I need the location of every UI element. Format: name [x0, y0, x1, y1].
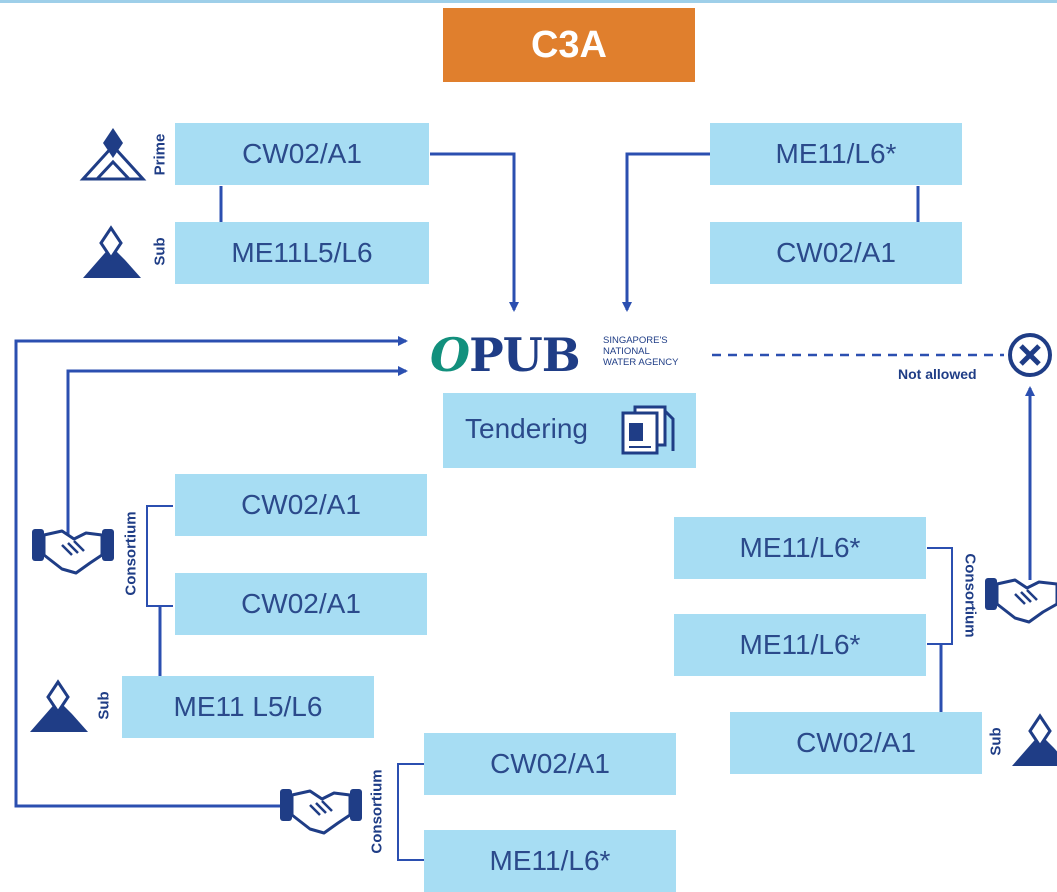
box-me11-l6-bottom-consortium: ME11/L6* — [424, 830, 676, 892]
box-cw02-a1-left-consortium-1: CW02/A1 — [175, 474, 427, 536]
box-cw02-a1-right-sub: CW02/A1 — [730, 712, 982, 774]
handshake-icon-right — [985, 578, 1057, 624]
pub-logo-mark: O — [430, 328, 470, 382]
prime-mountain-icon — [79, 128, 147, 181]
document-icon — [621, 405, 675, 455]
sub-mountain-icon-left — [30, 679, 88, 732]
left-consortium-bracket — [146, 505, 173, 607]
not-allowed-label: Not allowed — [898, 366, 977, 382]
top-accent-line — [0, 0, 1057, 3]
sub-mountain-icon-top — [83, 225, 141, 278]
pub-logo-text: PUB — [469, 328, 581, 382]
handshake-icon-left — [32, 529, 114, 575]
bottom-consortium-bracket — [397, 763, 425, 861]
box-cw02-a1-prime: CW02/A1 — [175, 123, 429, 185]
right-consortium-bracket — [927, 547, 953, 645]
sub-mountain-icon-right — [1012, 713, 1057, 766]
not-allowed-icon — [1008, 333, 1052, 377]
arrow-left-consortium-to-pub — [66, 366, 408, 536]
prime-label: Prime — [151, 133, 169, 176]
pub-logo: OPUB SINGAPORE'S NATIONAL WATER AGENCY — [430, 325, 720, 385]
box-me11-l6-right-top: ME11/L6* — [710, 123, 962, 185]
box-cw02-a1-bottom-consortium: CW02/A1 — [424, 733, 676, 795]
box-cw02-a1-right-top: CW02/A1 — [710, 222, 962, 284]
arrow-prime-to-pub — [430, 152, 519, 312]
arrow-right-to-pub — [622, 152, 710, 312]
box-me11-l6-right-consortium-1: ME11/L6* — [674, 517, 926, 579]
bottom-consortium-label: Consortium — [368, 769, 386, 854]
handshake-icon-bottom — [280, 789, 362, 835]
box-me11l5-l6-sub: ME11L5/L6 — [175, 222, 429, 284]
box-me11-l6-right-consortium-2: ME11/L6* — [674, 614, 926, 676]
tendering-label: Tendering — [465, 413, 588, 444]
left-consortium-label: Consortium — [122, 511, 140, 596]
sub-label-left: Sub — [95, 691, 113, 720]
sub-label-top-left: Sub — [151, 237, 169, 266]
tendering-box: Tendering — [443, 393, 696, 468]
box-cw02-a1-left-consortium-2: CW02/A1 — [175, 573, 427, 635]
pub-logo-subtitle: SINGAPORE'S NATIONAL WATER AGENCY — [603, 335, 679, 368]
diagram-title: C3A — [443, 8, 695, 82]
sub-label-right: Sub — [987, 727, 1005, 756]
right-consortium-label: Consortium — [961, 553, 979, 638]
box-me11-l5-l6-left-sub: ME11 L5/L6 — [122, 676, 374, 738]
arrow-bottom-consortium-to-pub — [14, 336, 408, 808]
